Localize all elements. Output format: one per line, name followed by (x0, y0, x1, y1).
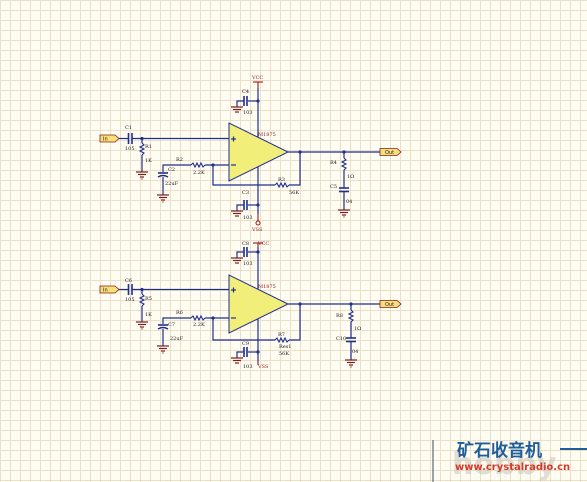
junction-dot (211, 163, 215, 167)
c2-value: 22uF (165, 181, 179, 187)
r7-value: 56K (279, 351, 289, 357)
vcc-label: VCC (257, 241, 269, 247)
r6-value: 2.2K (193, 322, 205, 328)
resistor-r1[interactable]: R1 1K (138, 138, 152, 173)
c8-ref: C8 (242, 241, 249, 247)
output-port-top[interactable]: Out (379, 148, 402, 157)
ground-symbol (231, 257, 243, 264)
input-port-bottom[interactable]: In (99, 285, 120, 294)
c9-value: 103 (243, 364, 253, 370)
r8-value: 1Ω (354, 326, 361, 332)
r8-ref: R8 (336, 313, 343, 319)
capacitor-c4[interactable]: C4 103 (236, 89, 258, 116)
vss-label: VSS (251, 227, 263, 233)
c8-value: 103 (243, 261, 253, 267)
ground-symbol (345, 359, 357, 368)
vss-symbol-bottom: VSS (257, 362, 269, 370)
resistor-r8[interactable]: R8 1Ω (336, 304, 361, 332)
vss-symbol-top: VSS (251, 214, 263, 233)
c10-ref: C10 (336, 336, 346, 342)
r5-value: 1K (145, 312, 152, 318)
r1-value: 1K (145, 158, 152, 164)
ground-symbol (231, 106, 243, 113)
output-port-label: Out (385, 302, 394, 308)
resistor-r2[interactable]: R2 2.2K (176, 157, 206, 176)
r7-ref: R7 (278, 332, 285, 338)
watermark-faint-text: hobby (452, 447, 557, 482)
opamp-label: M1875 (258, 284, 276, 290)
c2-ref: C2 (168, 167, 175, 173)
resistor-r5[interactable]: R5 1K (138, 289, 152, 323)
ground-symbol (157, 194, 169, 203)
watermark-url-text: www.crystalradio.cn (455, 462, 570, 473)
resistor-r6[interactable]: R6 2.2K (176, 310, 206, 328)
vss-label: VSS (257, 364, 269, 370)
junction-dot (298, 150, 302, 154)
c4-ref: C4 (242, 89, 249, 95)
capacitor-c5[interactable]: C5 04 (330, 184, 352, 205)
capacitor-c6[interactable]: C6 105 (125, 278, 135, 303)
junction-dot (211, 316, 215, 320)
ground-symbol (231, 210, 243, 217)
r4-ref: R4 (330, 160, 337, 166)
input-port-top[interactable]: In (99, 134, 120, 143)
output-port-label: Out (385, 150, 394, 156)
c9-ref: C9 (242, 341, 249, 347)
opamp-top[interactable]: M1875 (228, 122, 290, 182)
circuit-top: In C1 105 R1 1K (99, 75, 402, 233)
r7-extra: Res1 (279, 344, 291, 350)
vcc-symbol-top: VCC (251, 75, 263, 88)
vcc-label: VCC (251, 75, 263, 81)
watermark: hobby 矿石收音机 www.crystalradio.cn (432, 440, 587, 482)
vcc-symbol-bottom: VCC (253, 241, 269, 247)
r2-ref: R2 (176, 157, 183, 163)
c1-ref: C1 (125, 125, 132, 131)
c3-ref: C3 (242, 190, 249, 196)
ground-symbol (136, 321, 148, 330)
watermark-cn-text: 矿石收音机 (457, 440, 542, 461)
c6-ref: C6 (125, 278, 132, 284)
r3-value: 56K (289, 190, 299, 196)
resistor-r7[interactable]: R7 Res1 56K (274, 332, 291, 357)
opamp-bottom[interactable]: M1875 (228, 274, 290, 334)
r4-value: 1Ω (347, 174, 354, 180)
capacitor-c8[interactable]: C8 103 (236, 241, 258, 267)
c5-ref: C5 (330, 184, 337, 190)
c3-value: 103 (243, 215, 253, 221)
resistor-r4[interactable]: R4 1Ω (330, 152, 354, 180)
r2-value: 2.2K (193, 170, 205, 176)
circuit-bottom: In C6 105 R5 1K M1875 (99, 241, 402, 370)
input-port-label: In (103, 288, 108, 294)
capacitor-c7[interactable]: C7 22uF (157, 322, 184, 342)
r1-ref: R1 (145, 144, 152, 150)
junction-dot (298, 302, 302, 306)
c4-value: 103 (243, 110, 253, 116)
r6-ref: R6 (176, 310, 183, 316)
c6-value: 105 (125, 297, 135, 303)
output-port-bottom[interactable]: Out (379, 300, 402, 309)
c1-value: 105 (125, 146, 135, 152)
ground-symbol (231, 357, 243, 364)
ground-symbol (338, 209, 350, 218)
c10-value: 04 (352, 349, 358, 355)
opamp-label: M1875 (258, 132, 276, 138)
ground-symbol (157, 345, 169, 354)
capacitor-c9[interactable]: C9 103 (236, 341, 258, 370)
resistor-r3[interactable]: R3 56K (274, 177, 299, 196)
ground-symbol (136, 171, 148, 180)
capacitor-c3[interactable]: C3 103 (236, 190, 258, 221)
input-port-label: In (103, 137, 108, 143)
r5-ref: R5 (145, 296, 152, 302)
c5-value: 04 (346, 199, 352, 205)
capacitor-c2[interactable]: C2 22uF (157, 167, 179, 187)
c7-ref: C7 (168, 322, 175, 328)
c7-value: 22uF (170, 336, 184, 342)
capacitor-c10[interactable]: C10 04 (336, 336, 358, 355)
r3-ref: R3 (278, 177, 285, 183)
